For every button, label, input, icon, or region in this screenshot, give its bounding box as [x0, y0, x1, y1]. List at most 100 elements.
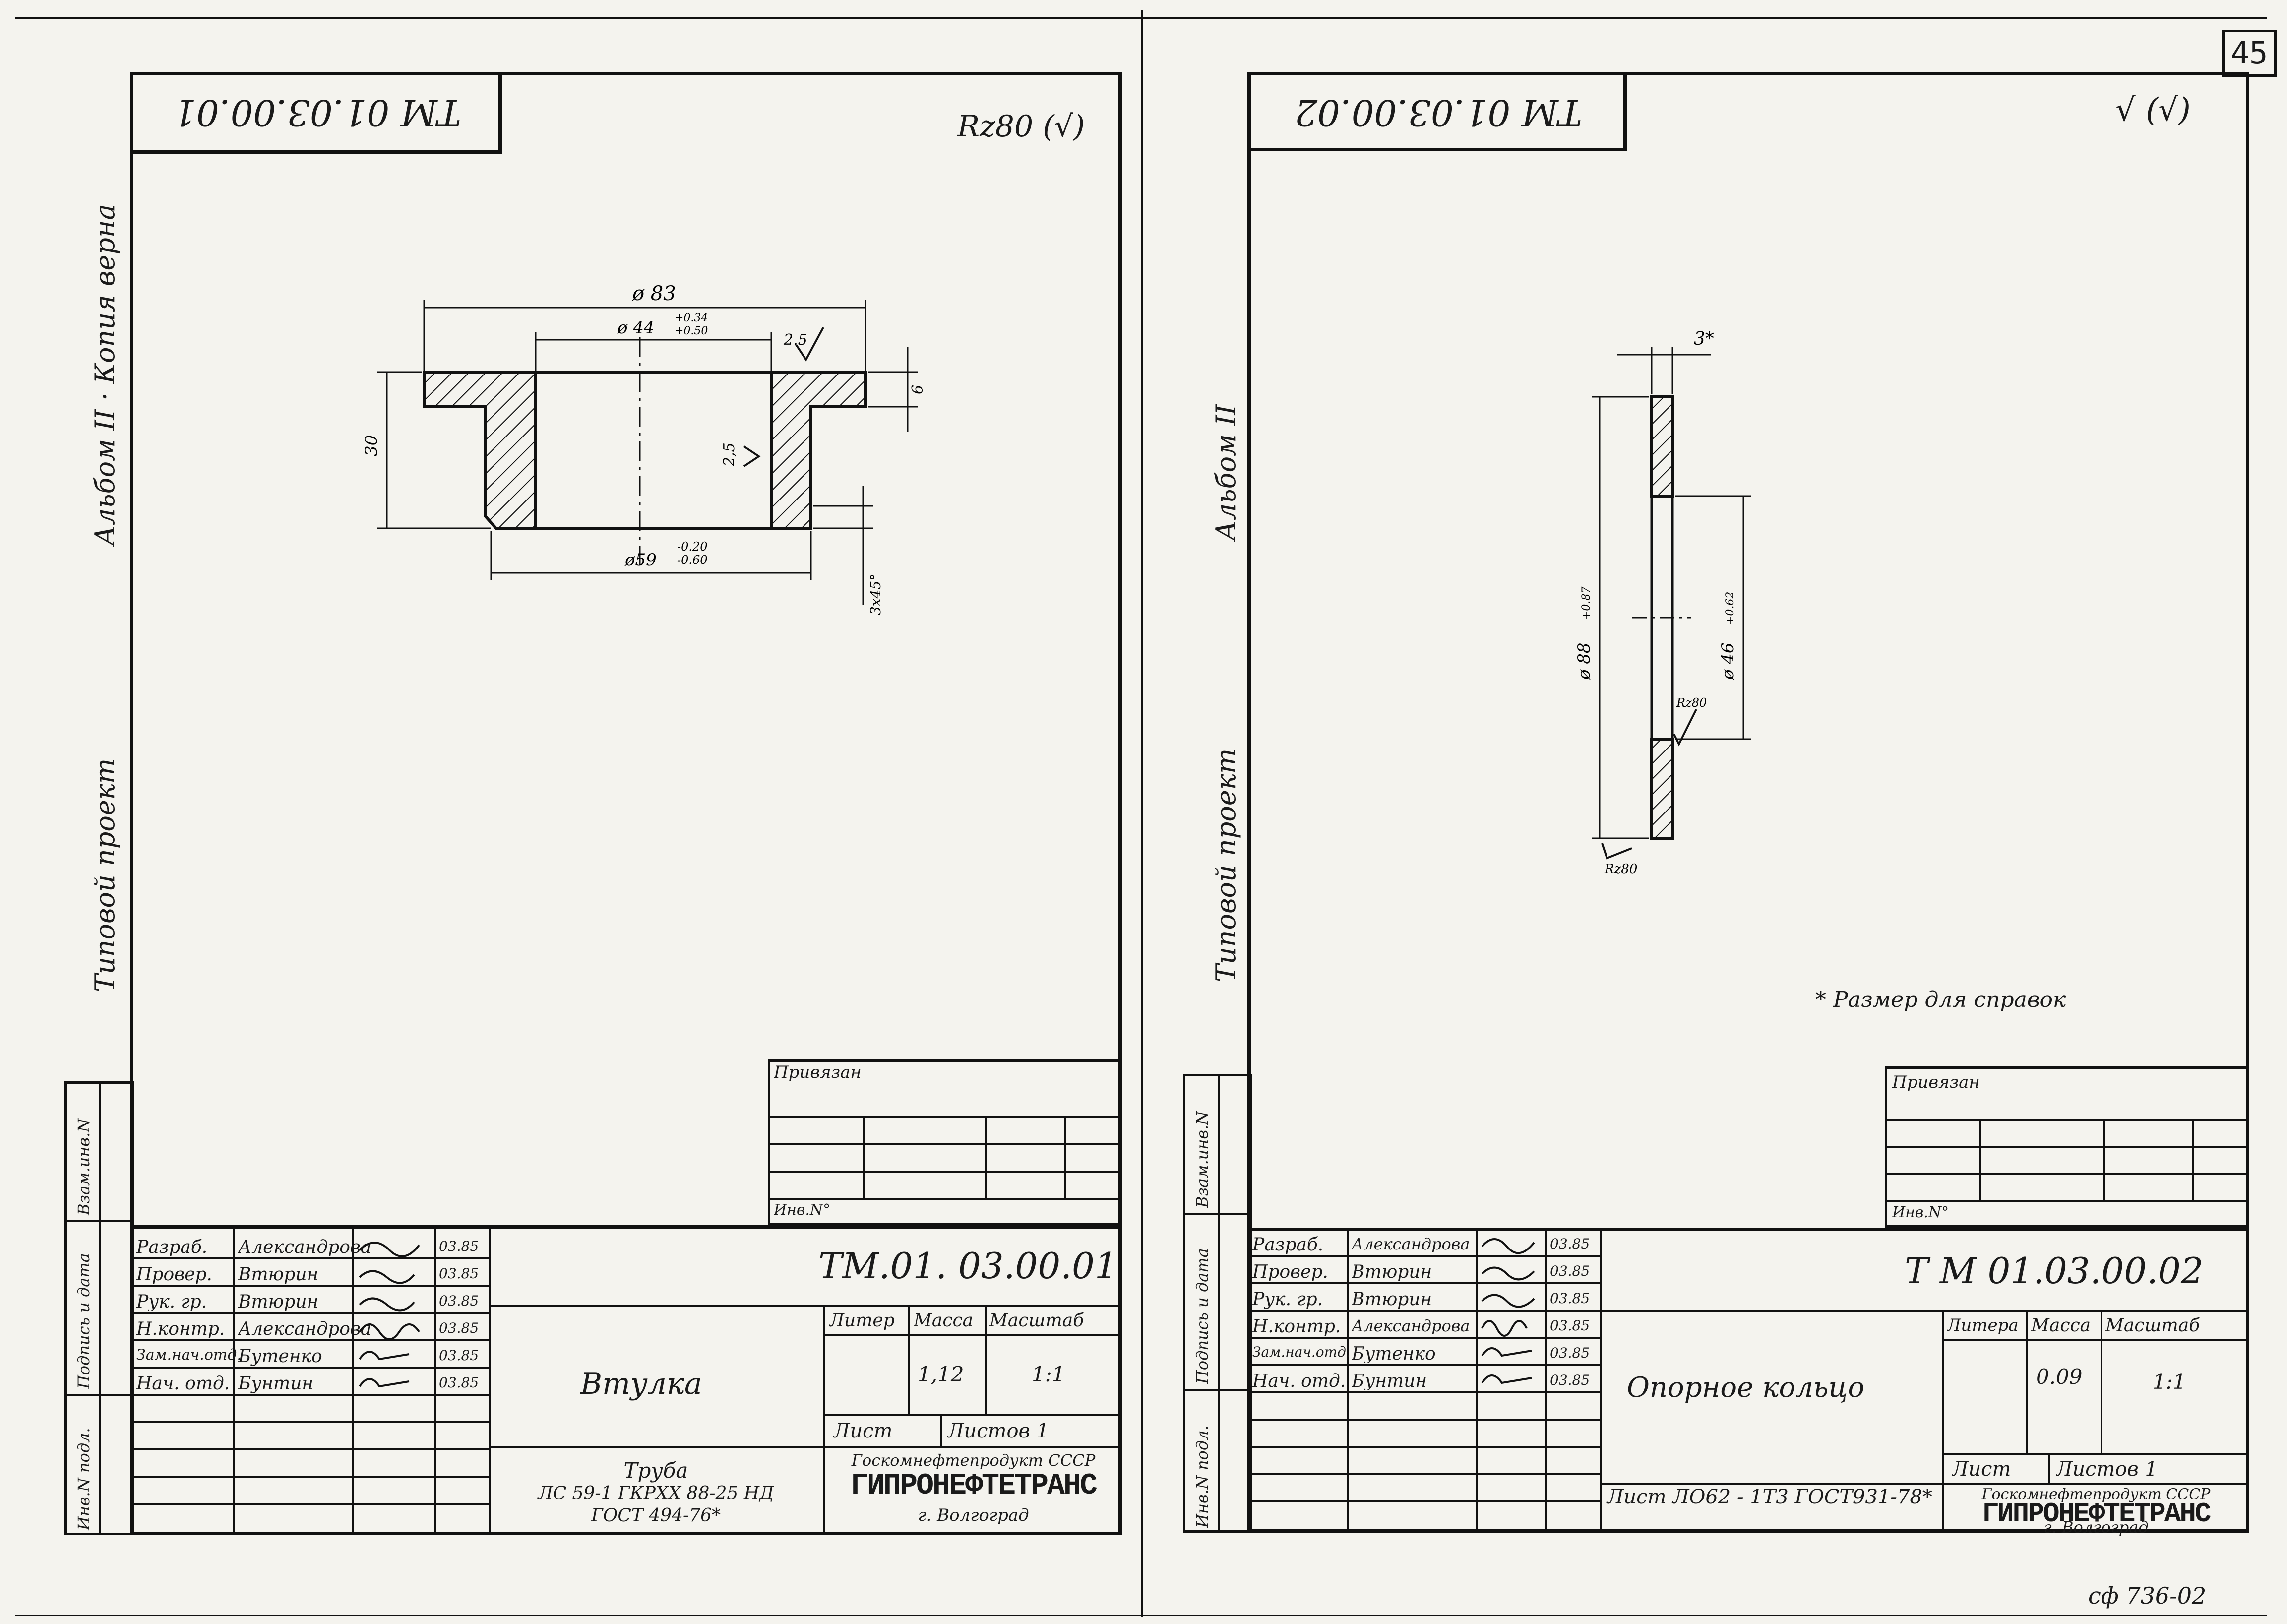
right-row-date: 03.85 — [1550, 1292, 1590, 1306]
left-inv-label: Инв.N° — [774, 1203, 831, 1218]
left-dim-inner: ø 44 — [617, 318, 655, 338]
left-privyazan-label: Привязан — [774, 1064, 862, 1081]
left-sheet-label: Лист — [833, 1421, 893, 1441]
right-row-date: 03.85 — [1550, 1264, 1590, 1278]
right-row-date: 03.85 — [1550, 1319, 1590, 1333]
left-top-code: ТМ 01.03.00.01 — [174, 92, 461, 133]
left-project-note: Типовой проект — [89, 758, 121, 992]
left-row-date: 03.85 — [439, 1376, 479, 1390]
right-row-name: Бутенко — [1352, 1345, 1436, 1363]
left-dim-flange: 6 — [909, 385, 927, 394]
left-row-name: Втюрин — [238, 1266, 319, 1284]
left-scale: 1:1 — [1032, 1364, 1065, 1385]
right-material: Лист ЛО62 - 1Т3 ГОСТ931-78* — [1607, 1486, 1932, 1508]
right-dim-thickness: 3* — [1694, 329, 1714, 349]
left-dim-bottom-tol-low: -0.60 — [677, 553, 708, 567]
right-org-3: г. Волгоград — [2043, 1518, 2149, 1537]
left-row-name: Бутенко — [238, 1348, 322, 1366]
left-row-role: Нач. отд. — [136, 1375, 230, 1393]
left-dim-wall: 2,5 — [721, 442, 738, 467]
left-row-name: Втюрин — [238, 1293, 319, 1311]
left-row-role: Н.контр. — [136, 1320, 225, 1338]
right-col-scale: Масштаб — [2105, 1317, 2200, 1335]
right-title-block — [1247, 1228, 2249, 1533]
right-top-code: ТМ 01.03.00.02 — [1295, 92, 1582, 133]
left-material-1: Труба — [623, 1458, 688, 1483]
page-number: 45 — [2230, 35, 2268, 71]
right-inv-label: Инв.N° — [1892, 1205, 1949, 1220]
left-row-name: Бунтин — [238, 1375, 314, 1393]
left-row-role: Разраб. — [136, 1239, 208, 1256]
right-row-name: Александрова — [1352, 1318, 1470, 1334]
right-archive-note: Альбом II — [1210, 404, 1241, 541]
right-footnote: * Размер для справок — [1815, 987, 2066, 1012]
right-side-label-inv: Инв.N подл. — [1193, 1425, 1212, 1528]
left-col-scale: Масштаб — [989, 1312, 1084, 1330]
left-signatures — [359, 1242, 420, 1388]
left-archive-note: Альбом II · Копия верна — [89, 204, 121, 546]
right-row-name: Втюрин — [1352, 1291, 1432, 1309]
left-title-block — [130, 1225, 1122, 1535]
right-row-role: Рук. гр. — [1252, 1291, 1323, 1309]
left-row-date: 03.85 — [439, 1240, 479, 1253]
sheet-divider — [1141, 10, 1143, 1617]
right-dim-rz-inner: Rz80 — [1676, 696, 1707, 710]
right-dim-inner-tol: +0.62 — [1724, 592, 1736, 625]
left-org-2: ГИПРОНЕФТЕТРАНС — [850, 1469, 1098, 1503]
left-row-role: Рук. гр. — [136, 1293, 207, 1311]
right-sheet-label: Лист — [1952, 1459, 2011, 1479]
left-row-role: Зам.нач.отд. — [136, 1348, 242, 1363]
left-row-date: 03.85 — [439, 1349, 479, 1363]
left-top-code-box — [130, 72, 502, 154]
left-row-name: Александрова — [238, 1239, 371, 1256]
left-dim-bottom-tol-up: -0.20 — [677, 540, 708, 554]
right-dim-outer: ø 88 — [1574, 642, 1594, 680]
top-edge — [15, 17, 2267, 19]
right-roughness-note: √ (√) — [2115, 92, 2191, 128]
left-row-date: 03.85 — [439, 1267, 479, 1281]
right-col-liter: Литера — [1947, 1317, 2019, 1334]
left-col-liter: Литер — [829, 1312, 895, 1330]
right-row-role: Нач. отд. — [1252, 1373, 1346, 1390]
right-ring-drawing: 3* ø 88 +0.87 ø 46 +0.62 Rz80 Rz80 — [1574, 329, 1751, 876]
right-row-name: Бунтин — [1352, 1373, 1427, 1390]
left-org-3: г. Волгоград — [918, 1505, 1029, 1525]
left-dim-inner-tol-up: +0.34 — [675, 312, 708, 324]
bottom-edge — [15, 1615, 2267, 1616]
left-dim-inner-tol-low: +0.50 — [675, 325, 708, 337]
right-dim-outer-tol: +0.87 — [1580, 587, 1593, 620]
left-privyazan-block — [768, 1059, 1122, 1225]
left-dim-chamfer-rough: 2.5 — [783, 331, 807, 349]
right-privyazan-label: Привязан — [1892, 1074, 1980, 1091]
right-row-role: Провер. — [1252, 1263, 1328, 1281]
right-signatures — [1481, 1238, 1535, 1384]
right-row-name: Александрова — [1352, 1236, 1470, 1252]
right-row-role: Н.контр. — [1252, 1318, 1341, 1336]
right-part-name: Опорное кольцо — [1627, 1372, 1865, 1404]
page-number-box — [2222, 30, 2277, 77]
left-row-name: Александрова — [238, 1320, 371, 1338]
right-side-label-podpis: Подпись и дата — [1193, 1248, 1212, 1384]
left-col-mass: Масса — [914, 1312, 974, 1330]
sheet-code: сф 736-02 — [2088, 1582, 2207, 1609]
left-side-label-podpis: Подпись и дата — [74, 1253, 93, 1389]
left-designation: ТМ.01. 03.00.01 — [818, 1245, 1117, 1287]
left-dim-outer: ø 83 — [632, 282, 676, 305]
left-dim-height: 30 — [362, 435, 381, 456]
left-bushing-drawing: ø 83 ø 44 +0.34 +0.50 30 6 2,5 2.5 ø59 -… — [362, 282, 927, 615]
left-material-2: ЛС 59-1 ГКРХХ 88-25 НД — [538, 1483, 774, 1503]
right-row-role: Разраб. — [1252, 1236, 1324, 1254]
right-side-label-vzam: Взам.инв.N — [1193, 1111, 1212, 1208]
left-dim-chamfer: 3x45° — [867, 574, 884, 615]
left-side-label-vzam: Взам.инв.N — [74, 1118, 93, 1215]
left-side-label-inv: Инв.N подл. — [74, 1428, 93, 1530]
right-scale: 1:1 — [2153, 1372, 2186, 1392]
right-designation: Т М 01.03.00.02 — [1905, 1250, 2204, 1292]
right-row-date: 03.85 — [1550, 1237, 1590, 1251]
left-dim-bottom: ø59 — [624, 550, 657, 570]
right-row-date: 03.85 — [1550, 1346, 1590, 1360]
left-material-3: ГОСТ 494-76* — [591, 1505, 721, 1526]
left-mass: 1,12 — [918, 1364, 964, 1385]
right-col-mass: Масса — [2031, 1317, 2091, 1335]
right-org-2: ГИПРОНЕФТЕТРАНС — [1982, 1498, 2211, 1530]
